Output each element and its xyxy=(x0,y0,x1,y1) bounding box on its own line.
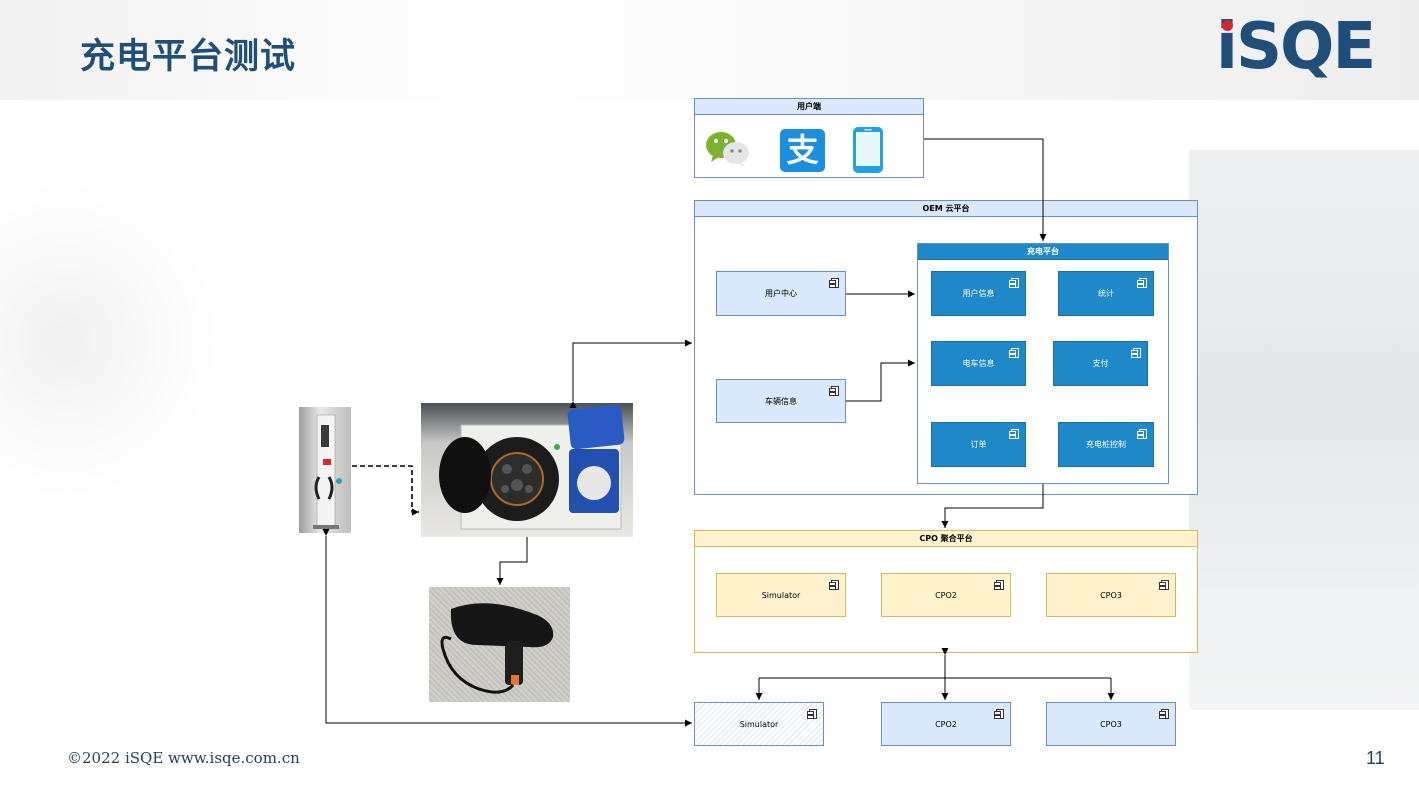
cpo2-node: CPO2 xyxy=(881,702,1011,746)
user-end-panel: 用户端 支 xyxy=(694,98,924,178)
user-info-label: 用户信息 xyxy=(962,289,995,298)
background-right xyxy=(1189,150,1419,710)
payment-label: 支付 xyxy=(1092,359,1109,368)
hair-dryer-photo xyxy=(429,587,570,702)
charging-station-photo xyxy=(299,407,351,533)
alipay-icon: 支 xyxy=(780,129,825,172)
wechat-icon xyxy=(705,129,751,169)
component-icon xyxy=(829,580,839,590)
component-icon xyxy=(1009,278,1019,288)
component-icon xyxy=(1009,348,1019,358)
component-icon xyxy=(1131,348,1141,358)
component-icon xyxy=(807,709,817,719)
vehicle-info-label: 车辆信息 xyxy=(765,396,797,406)
component-icon xyxy=(1137,278,1147,288)
order-label: 订单 xyxy=(970,440,987,449)
user-info-component: 用户信息 xyxy=(931,271,1026,316)
connector-socket-to-dryer xyxy=(496,537,528,585)
cpo3-component: CPO3 xyxy=(1046,573,1176,617)
cpo2-component: CPO2 xyxy=(881,573,1011,617)
component-icon xyxy=(829,386,839,396)
user-center-component: 用户中心 xyxy=(716,271,846,316)
page-number: 11 xyxy=(1366,748,1385,768)
smartphone-icon xyxy=(851,126,885,174)
ev-info-component: 电车信息 xyxy=(931,341,1026,386)
cpo2-label: CPO2 xyxy=(935,590,957,600)
background-left xyxy=(0,180,220,500)
component-icon xyxy=(1159,709,1169,719)
user-center-label: 用户中心 xyxy=(765,289,797,298)
isqe-logo: iSQE xyxy=(1216,10,1376,84)
slide-title: 充电平台测试 xyxy=(80,37,297,77)
cpo-simulator-component: Simulator xyxy=(716,573,846,617)
charging-platform-title: 充电平台 xyxy=(918,244,1168,260)
component-icon xyxy=(1159,580,1169,590)
cpo3-label: CPO3 xyxy=(1100,590,1122,600)
statistics-label: 统计 xyxy=(1098,289,1114,298)
ev-info-label: 电车信息 xyxy=(962,359,995,368)
vehicle-info-component: 车辆信息 xyxy=(716,379,846,423)
charger-control-label: 充电桩控制 xyxy=(1086,440,1126,449)
charging-socket-photo xyxy=(421,403,633,537)
logo-dot-icon xyxy=(1222,20,1233,31)
charger-control-component: 充电桩控制 xyxy=(1058,422,1154,467)
component-icon xyxy=(1137,429,1147,439)
component-icon xyxy=(829,278,839,288)
connector-socket-oem-link xyxy=(569,339,692,408)
component-icon xyxy=(994,709,1004,719)
cpo2-node-label: CPO2 xyxy=(935,719,957,729)
cpo3-node: CPO3 xyxy=(1046,702,1176,746)
cpo-simulator-label: Simulator xyxy=(761,590,801,600)
order-component: 订单 xyxy=(931,422,1026,467)
footer-copyright: ©2022 iSQE www.isqe.com.cn xyxy=(67,749,300,767)
user-end-title: 用户端 xyxy=(695,99,923,115)
alipay-glyph: 支 xyxy=(786,131,819,169)
simulator-node-label: Simulator xyxy=(739,719,779,729)
component-icon xyxy=(994,580,1004,590)
component-icon xyxy=(1009,429,1019,439)
statistics-component: 统计 xyxy=(1058,271,1154,316)
simulator-node: Simulator xyxy=(694,702,824,746)
oem-cloud-title: OEM 云平台 xyxy=(695,201,1197,217)
logo-text: iSQE xyxy=(1216,10,1376,84)
payment-component: 支付 xyxy=(1053,341,1148,386)
background-band xyxy=(0,0,1419,100)
cpo-aggregation-title: CPO 聚合平台 xyxy=(695,531,1197,547)
connector-station-to-socket xyxy=(352,465,419,516)
cpo3-node-label: CPO3 xyxy=(1100,719,1122,729)
